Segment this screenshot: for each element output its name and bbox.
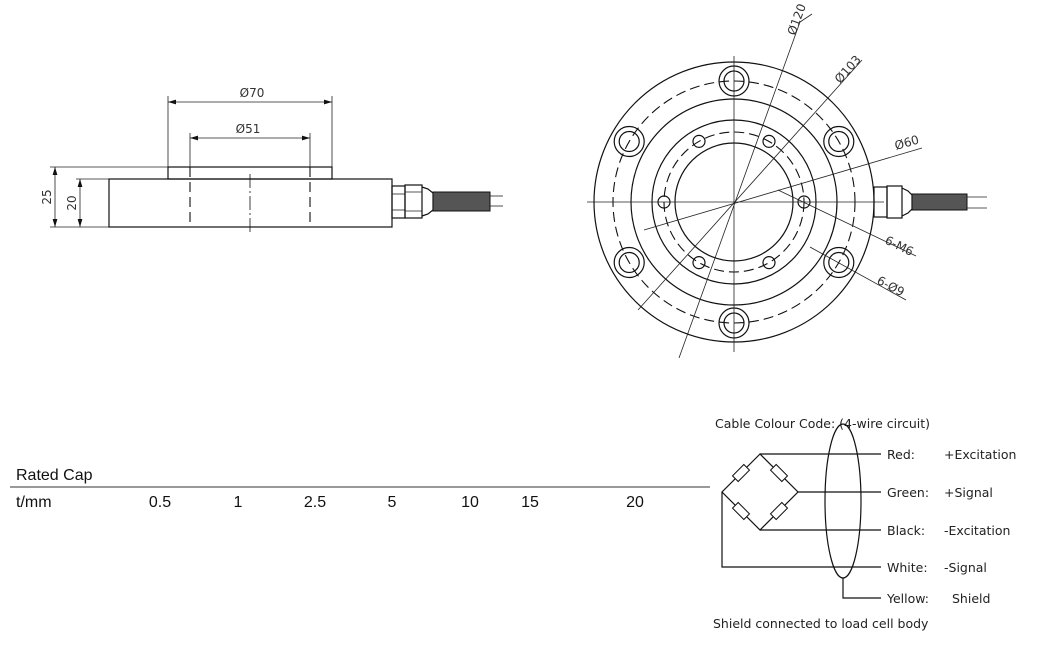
threaded-hole <box>692 134 706 148</box>
dim-label-25: 25 <box>40 189 54 204</box>
wire-color: Red: <box>887 447 915 462</box>
through-hole-outer <box>613 125 645 158</box>
leader-holes <box>809 246 907 301</box>
wire-signal: +Excitation <box>944 447 1016 462</box>
rated-capacity-table: Rated Cap t/mm 0.5 1 2.5 5 10 15 20 <box>10 467 710 511</box>
row-label: t/mm <box>16 494 52 511</box>
threaded-hole <box>692 256 706 270</box>
through-hole-outer <box>823 246 855 279</box>
cable-shield <box>824 423 862 579</box>
resistor-icon <box>731 463 789 521</box>
table-cell: 0.5 <box>149 494 171 511</box>
wire-signal: Shield <box>952 591 990 606</box>
wire-color: Green: <box>887 485 929 500</box>
table-cell: 2.5 <box>304 494 326 511</box>
cable-connector <box>873 185 987 219</box>
table-cell: 5 <box>388 494 397 511</box>
wire-color: Black: <box>887 523 925 538</box>
dim-line-120 <box>678 21 801 359</box>
wheatstone-bridge <box>721 453 799 531</box>
dim-label-20: 20 <box>65 195 79 210</box>
wiring-title: Cable Colour Code: (4-wire circuit) <box>715 416 930 431</box>
body <box>108 178 393 228</box>
through-hole <box>828 251 850 274</box>
table-header: Rated Cap <box>16 467 93 484</box>
dim-label-60: Ø60 <box>893 133 921 153</box>
leader-m6 <box>777 189 917 257</box>
dim-label-70: Ø70 <box>240 86 265 100</box>
wire-signal: -Excitation <box>944 523 1010 538</box>
through-hole-outer <box>613 246 645 279</box>
wiring-diagram: Cable Colour Code: (4-wire circuit) Red:… <box>713 416 1016 631</box>
top-view: Ø120 Ø103 Ø60 6-M6 6-Ø9 <box>587 2 987 359</box>
wiring-note: Shield connected to load cell body <box>713 616 929 631</box>
dim-label-holes: 6-Ø9 <box>875 273 907 299</box>
dim-line-60 <box>643 147 923 231</box>
threaded-hole <box>762 134 776 148</box>
through-hole <box>828 130 850 153</box>
through-hole <box>618 251 640 274</box>
cable-connector <box>391 184 503 219</box>
table-cell: 1 <box>234 494 243 511</box>
wire-color: White: <box>887 560 928 575</box>
threaded-hole <box>762 256 776 270</box>
side-view: Ø70 Ø51 25 20 <box>40 86 503 233</box>
dim-label-m6: 6-M6 <box>883 233 916 259</box>
table-cell: 15 <box>521 494 539 511</box>
through-hole <box>618 130 640 153</box>
through-hole-outer <box>823 125 855 158</box>
dim-label-51: Ø51 <box>236 122 261 136</box>
wire-signal: +Signal <box>944 485 993 500</box>
table-cell: 10 <box>461 494 479 511</box>
dim-label-103: Ø103 <box>832 53 864 86</box>
table-cell: 20 <box>626 494 644 511</box>
wire-signal: -Signal <box>944 560 987 575</box>
dim-line-103 <box>637 59 863 311</box>
wire-color: Yellow: <box>886 591 929 606</box>
dim-label-120: Ø120 <box>785 2 809 37</box>
